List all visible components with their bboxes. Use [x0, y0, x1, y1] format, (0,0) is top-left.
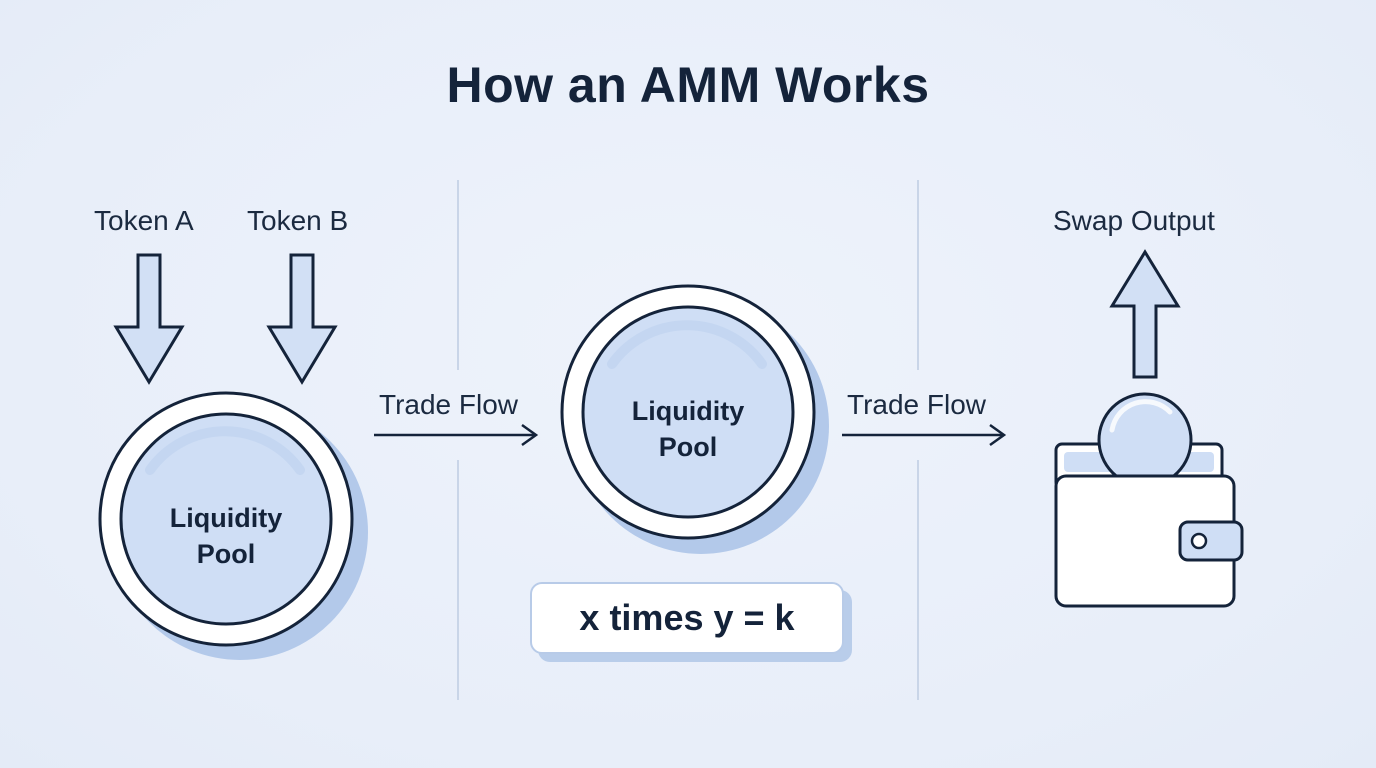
formula-box: x times y = k — [530, 582, 844, 654]
pool-left-line2: Pool — [196, 539, 256, 569]
pool-left-line1: Liquidity — [169, 503, 283, 533]
wallet-icon — [1054, 392, 1244, 608]
pool-center-label: Liquidity Pool — [588, 393, 788, 465]
trade-flow-arrow-1-icon — [374, 423, 539, 447]
token-b-label: Token B — [247, 205, 349, 236]
pool-left-label: Liquidity Pool — [126, 500, 326, 572]
token-a-label: Token A — [94, 205, 194, 236]
coin-icon — [1097, 392, 1193, 488]
liquidity-pool-left-icon — [98, 391, 368, 660]
swap-output-arrow-icon — [1109, 249, 1181, 379]
swap-output-label: Swap Output — [1053, 205, 1215, 236]
trade-flow-label-1: Trade Flow — [379, 389, 519, 420]
pool-center-line2: Pool — [658, 432, 718, 462]
trade-flow-arrow-2-icon — [842, 423, 1007, 447]
pool-center-line1: Liquidity — [631, 396, 745, 426]
liquidity-pool-center-icon — [560, 284, 829, 554]
token-a-arrow-icon — [113, 253, 185, 385]
trade-flow-label-2: Trade Flow — [847, 389, 987, 420]
formula-text: x times y = k — [579, 597, 795, 638]
token-b-arrow-icon — [266, 253, 338, 385]
page-title: How an AMM Works — [446, 57, 930, 113]
